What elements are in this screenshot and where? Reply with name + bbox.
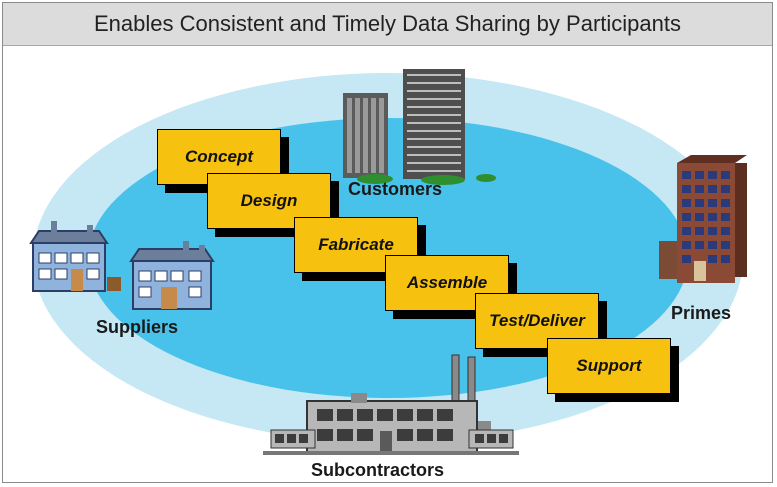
brick-building-icon bbox=[659, 155, 747, 283]
industrial-plant-icon bbox=[263, 354, 519, 455]
diagram-title: Enables Consistent and Timely Data Shari… bbox=[3, 3, 772, 46]
phase-support: Support bbox=[547, 338, 679, 402]
office-towers-icon bbox=[343, 69, 496, 185]
customers-label: Customers bbox=[348, 179, 443, 199]
primes-label: Primes bbox=[671, 303, 732, 323]
factory-icon bbox=[29, 221, 215, 310]
subcontractors-label: Subcontractors bbox=[311, 460, 445, 480]
suppliers-label: Suppliers bbox=[96, 317, 179, 337]
phase-label: Support bbox=[547, 338, 671, 394]
